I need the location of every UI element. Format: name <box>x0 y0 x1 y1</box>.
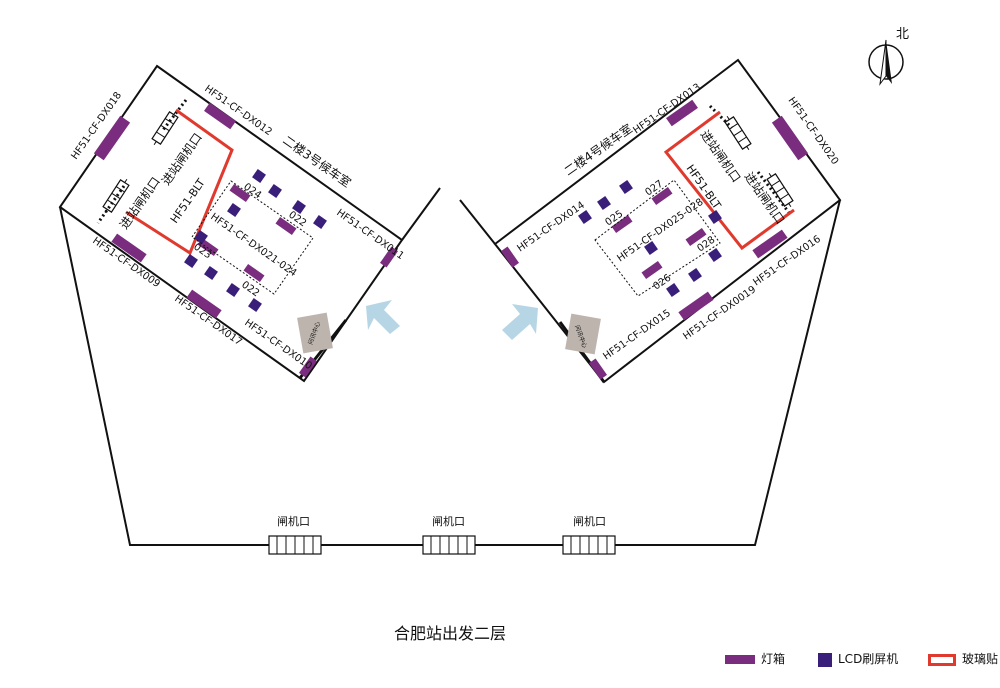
legend-lcd: LCD刷屏机 <box>818 650 898 667</box>
north-label: 北 <box>896 27 909 42</box>
light-box-dx012[interactable] <box>204 102 236 130</box>
bottom-gate-label-1: 闸机口 <box>277 514 310 528</box>
lcd-screen[interactable] <box>619 180 633 194</box>
right-turnstile-top <box>724 115 752 151</box>
light-box-dx017[interactable] <box>186 289 222 319</box>
light-box-028[interactable] <box>685 227 707 247</box>
light-box-dx020[interactable] <box>771 115 809 161</box>
bottom-gate-1 <box>268 535 322 555</box>
light-box-dx014[interactable] <box>500 246 520 268</box>
legend-glass: 玻璃贴 <box>928 650 998 667</box>
bottom-gate-3 <box>562 535 616 555</box>
lcd-screen[interactable] <box>226 283 240 297</box>
light-box-dx013[interactable] <box>666 99 698 127</box>
left-glass-sticker[interactable] <box>125 108 234 256</box>
left-screen-zone <box>191 180 314 295</box>
bottom-gate-2 <box>422 535 476 555</box>
label-dx014: HF51-CF-DX014 <box>515 200 587 255</box>
station-outline <box>59 199 841 546</box>
lcd-screen[interactable] <box>708 248 722 262</box>
right-gate-dotted-line-bottom <box>756 171 792 215</box>
legend-light-box-label: 灯箱 <box>761 652 786 666</box>
north-compass-icon <box>868 39 904 86</box>
light-box-dx015[interactable] <box>588 358 608 380</box>
left-lcd-screens <box>184 169 327 312</box>
map-caption: 合肥站出发二层 <box>393 624 506 643</box>
right-info-desk[interactable] <box>565 313 601 355</box>
light-box-dx010[interactable] <box>298 356 318 378</box>
light-box-swatch <box>725 655 755 664</box>
lcd-screen[interactable] <box>204 266 218 280</box>
label-dx020: HF51-CF-DX020 <box>786 95 841 167</box>
legend-glass-label: 玻璃贴 <box>962 652 999 666</box>
right-flow-arrow <box>502 304 538 340</box>
lcd-screen[interactable] <box>227 203 241 217</box>
lcd-screen[interactable] <box>292 200 306 214</box>
lcd-screen[interactable] <box>248 298 262 312</box>
lcd-screen[interactable] <box>666 283 680 297</box>
lcd-screen[interactable] <box>252 169 266 183</box>
left-room-opening-wall <box>401 187 441 241</box>
lcd-screen[interactable] <box>268 184 282 198</box>
glass-swatch <box>928 653 956 666</box>
lcd-screen[interactable] <box>708 210 722 224</box>
legend-lcd-label: LCD刷屏机 <box>838 652 899 666</box>
light-box-025[interactable] <box>611 214 633 234</box>
right-gate-dotted-line-top <box>708 104 734 130</box>
light-box-dx009[interactable] <box>111 233 147 263</box>
lcd-screen[interactable] <box>644 241 658 255</box>
right-group-label: HF51-CF-DX025-028 <box>615 197 705 265</box>
light-box-027[interactable] <box>651 186 673 206</box>
left-blt-label: HF51-BLT <box>168 176 208 226</box>
label-dx015: HF51-CF-DX015 <box>601 308 673 363</box>
light-box-022b[interactable] <box>243 263 265 283</box>
lcd-screen[interactable] <box>578 210 592 224</box>
right-lcd-screens <box>578 180 722 297</box>
right-screen-zone <box>594 179 721 297</box>
left-room-outline <box>58 64 404 383</box>
left-waiting-room: 问讯中心 <box>58 64 441 383</box>
light-box-026[interactable] <box>641 260 663 280</box>
lcd-swatch <box>818 652 832 667</box>
screen-label-022b: 022 <box>239 279 261 299</box>
lcd-screen[interactable] <box>688 268 702 282</box>
light-box-dx0019[interactable] <box>678 291 714 321</box>
light-box-dx016[interactable] <box>752 229 788 259</box>
light-box-dx018[interactable] <box>93 115 131 161</box>
left-gate-dotted-line-top <box>161 99 188 131</box>
left-turnstile-bottom <box>102 178 130 214</box>
left-turnstile-top <box>151 110 179 146</box>
right-room-opening-wall <box>459 199 496 245</box>
lcd-screen[interactable] <box>184 254 198 268</box>
left-gate-dotted-line-bottom <box>96 185 126 224</box>
bottom-gate-label-3: 闸机口 <box>573 514 606 528</box>
light-box-022a[interactable] <box>275 216 297 236</box>
right-glass-sticker[interactable] <box>663 110 795 251</box>
right-gate-label-bottom: 进站闸机口 <box>742 170 788 227</box>
legend-light-box: 灯箱 <box>725 650 785 667</box>
right-turnstile-bottom <box>766 172 794 208</box>
lcd-screen[interactable] <box>313 215 327 229</box>
left-gate-label-bottom: 进站闸机口 <box>117 175 163 232</box>
bottom-gate-label-2: 闸机口 <box>432 514 465 528</box>
left-info-desk[interactable] <box>297 312 333 354</box>
light-box-024[interactable] <box>229 183 251 203</box>
right-room-name: 二楼4号候车室 <box>561 120 635 178</box>
left-flow-arrow <box>366 300 400 334</box>
lcd-screen[interactable] <box>597 196 611 210</box>
light-box-dx011[interactable] <box>379 246 399 268</box>
